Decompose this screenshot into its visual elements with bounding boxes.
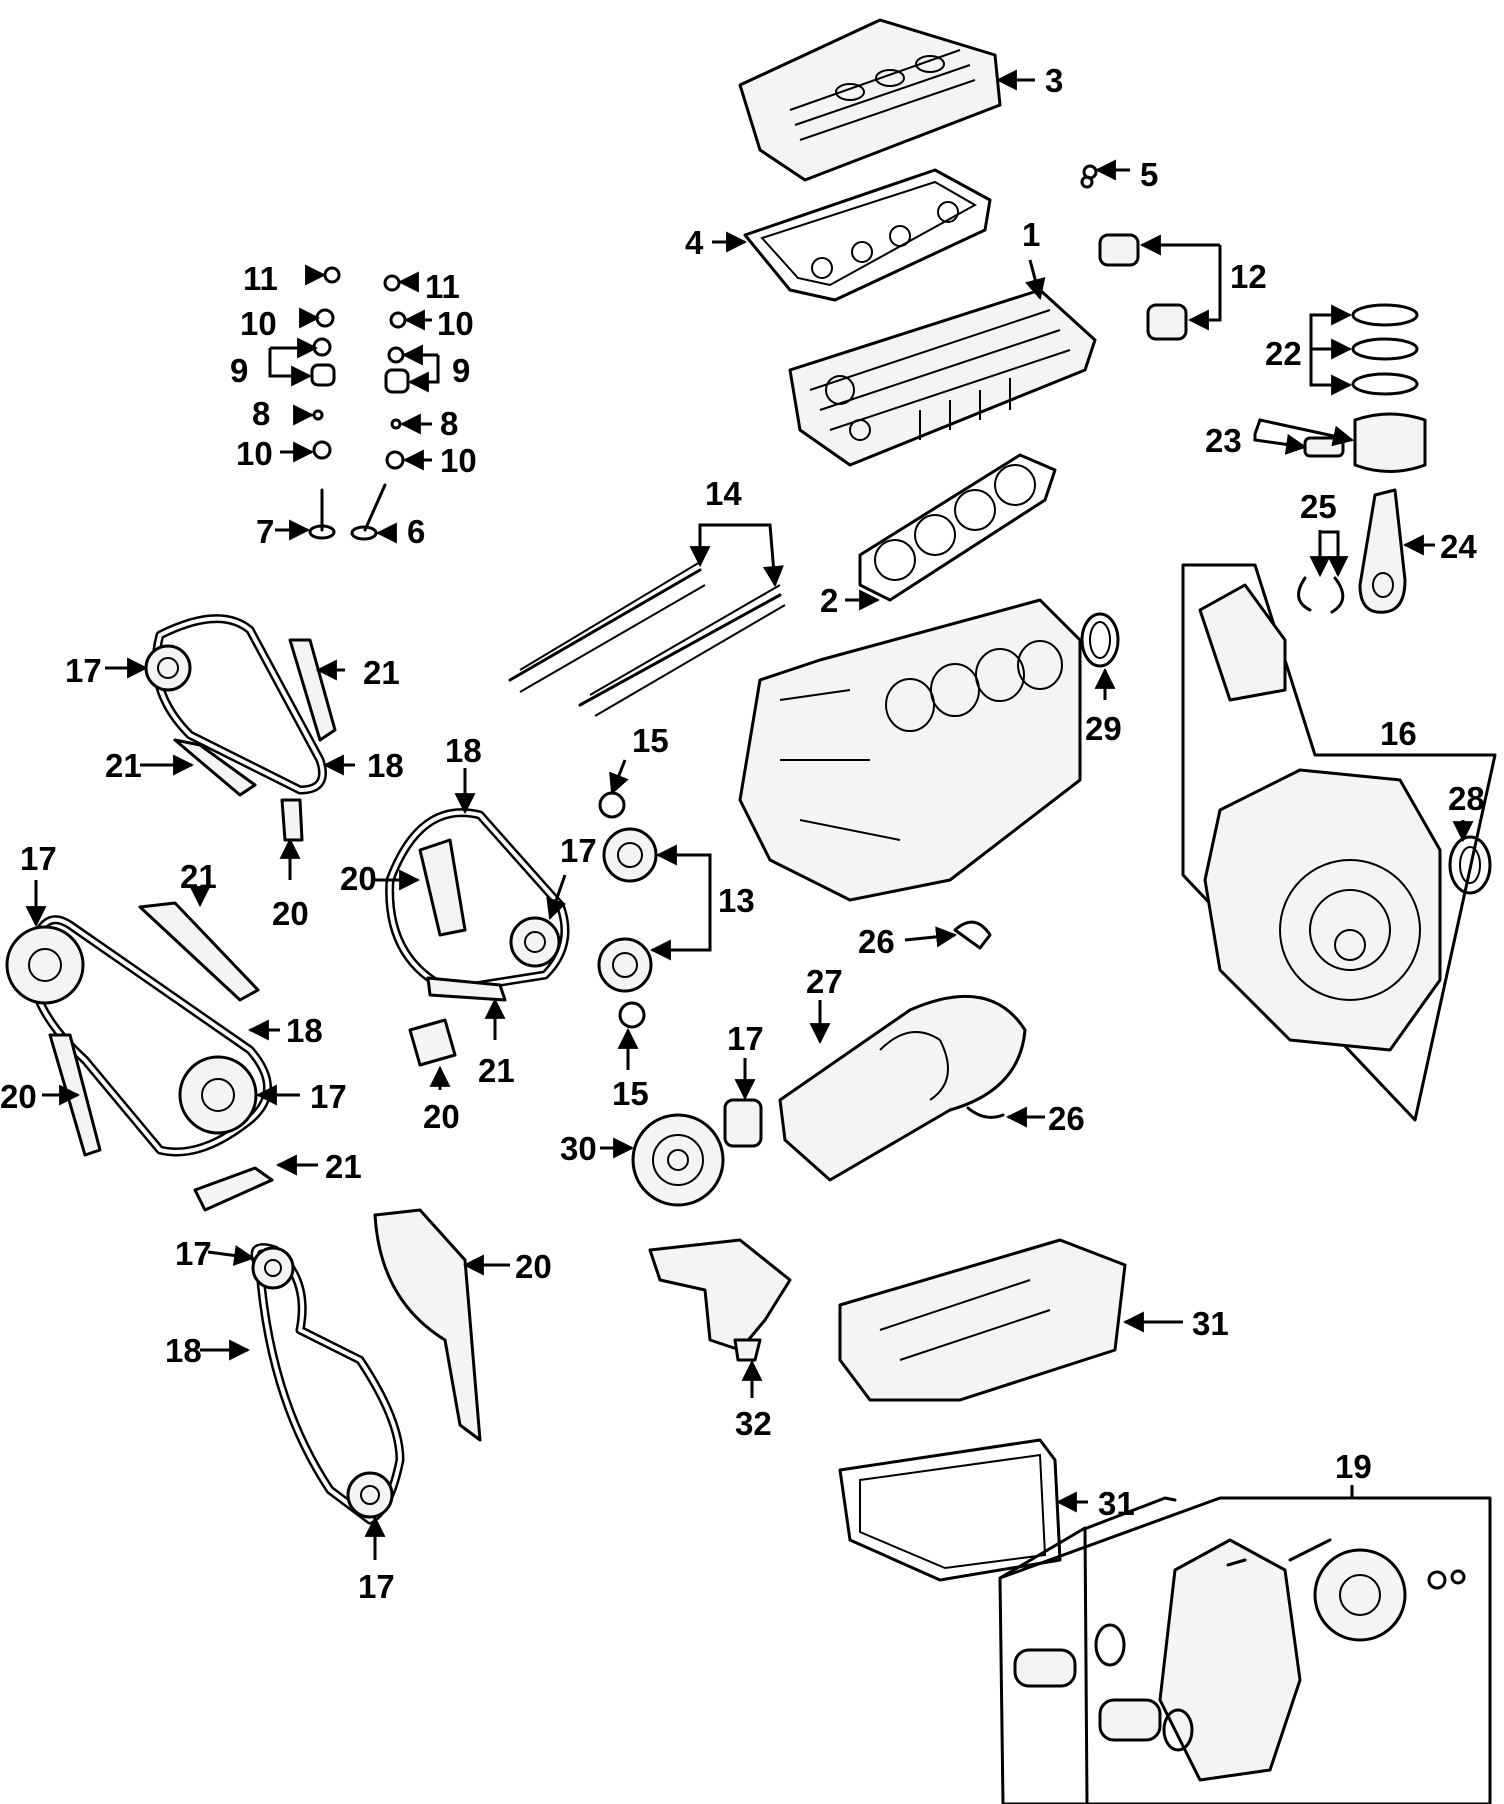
callout-26-lower: 26: [1048, 1100, 1085, 1137]
callout-20-middle: 20: [340, 860, 377, 897]
callout-21-ul-right: 21: [363, 654, 400, 691]
callout-15-lower: 15: [612, 1075, 649, 1112]
crank-assembly: [631, 994, 1027, 1207]
piston: [1303, 412, 1427, 473]
callout-20-bl: 20: [515, 1248, 552, 1285]
lower-oil-pan: [838, 1438, 1062, 1582]
valve-keepers-left: [310, 266, 341, 460]
callout-17-ul: 17: [65, 652, 102, 689]
callout-11-right: 11: [425, 268, 460, 305]
leader-lines: [25, 69, 1474, 1560]
callout-19: 19: [1335, 1448, 1372, 1485]
callout-8-left: 8: [252, 395, 270, 432]
callout-21-middle: 21: [478, 1052, 515, 1089]
callout-9-left: 9: [230, 352, 248, 389]
callout-17-bl-top: 17: [175, 1235, 212, 1272]
cylinder-head: [788, 288, 1097, 467]
callout-20-middle-lower: 20: [423, 1098, 460, 1135]
upper-oil-pan: [838, 1238, 1127, 1402]
callout-10-right-lower: 10: [440, 442, 477, 479]
main-bearings: [953, 920, 1005, 1119]
callout-10-left-upper: 10: [240, 305, 277, 342]
callout-15-upper: 15: [632, 722, 669, 759]
camshafts: [508, 561, 786, 717]
callout-21-ll-bottom: 21: [325, 1148, 362, 1185]
callout-20-ll: 20: [0, 1078, 37, 1115]
lifters: [1098, 233, 1188, 341]
valve-keepers-right: [383, 274, 410, 470]
fastener-5: [1080, 164, 1098, 189]
timing-set-bottom-left: [250, 1208, 482, 1525]
valve-cover: [738, 18, 1002, 182]
connecting-rod: [1358, 488, 1407, 614]
callout-30: 30: [560, 1130, 597, 1167]
callout-12: 12: [1230, 258, 1267, 295]
callout-20-ul: 20: [272, 895, 309, 932]
callout-18-ul: 18: [367, 747, 404, 784]
timing-set-middle: [385, 808, 570, 1067]
valve-cover-gasket: [743, 168, 992, 302]
callout-22: 22: [1265, 335, 1302, 372]
adapter-housing-group: [1181, 563, 1497, 1122]
callout-27: 27: [806, 963, 843, 1000]
callout-8-right: 8: [440, 405, 458, 442]
head-gasket: [858, 453, 1057, 602]
callout-10-left-lower: 10: [236, 435, 273, 472]
callout-17-bl-bottom: 17: [358, 1568, 395, 1605]
callout-23: 23: [1205, 422, 1242, 459]
callout-1: 1: [1022, 216, 1040, 253]
callout-3: 3: [1045, 62, 1063, 99]
callout-17-crank: 17: [727, 1020, 764, 1057]
valves: [308, 483, 387, 541]
engine-block: [738, 598, 1082, 902]
callout-21-ul-left: 21: [105, 747, 142, 784]
callout-2: 2: [820, 582, 838, 619]
callout-13: 13: [718, 882, 755, 919]
rear-seal: [1080, 612, 1120, 668]
rod-bearings: [1297, 576, 1345, 614]
callout-18-ll: 18: [286, 1012, 323, 1049]
callout-31-upper: 31: [1192, 1305, 1229, 1342]
timing-set-upper-left: [144, 614, 337, 842]
callout-28: 28: [1448, 780, 1485, 817]
callout-18-bl: 18: [165, 1332, 202, 1369]
callout-10-right-upper: 10: [437, 305, 474, 342]
callout-9-right: 9: [452, 352, 470, 389]
callout-17-ll-right: 17: [310, 1078, 347, 1115]
callout-29: 29: [1085, 710, 1122, 747]
callout-32: 32: [735, 1405, 772, 1442]
callout-14: 14: [705, 475, 742, 512]
callout-21-ll-top: 21: [180, 858, 217, 895]
callout-7: 7: [256, 513, 274, 550]
callout-11-left: 11: [243, 260, 278, 297]
oil-pump: [648, 1238, 792, 1362]
callout-25: 25: [1300, 488, 1337, 525]
callout-24: 24: [1440, 528, 1477, 565]
callout-4: 4: [685, 224, 704, 261]
cam-adjusters: [597, 827, 658, 993]
callout-31-lower: 31: [1098, 1485, 1135, 1522]
callout-26-upper: 26: [858, 923, 895, 960]
timing-set-lower-left: [5, 901, 274, 1212]
balance-shaft-group: [998, 1496, 1492, 1804]
piston-rings: [1351, 303, 1419, 396]
callout-17-middle: 17: [560, 832, 597, 869]
callout-5: 5: [1140, 156, 1158, 193]
callout-6: 6: [407, 513, 425, 550]
callout-18-middle: 18: [445, 732, 482, 769]
callout-16: 16: [1380, 715, 1417, 752]
callout-labels: 3 5 1 4 12 11 11 10 10 22 9 9 8 8 23 10 …: [0, 62, 1485, 1605]
callout-17-ll: 17: [20, 840, 57, 877]
